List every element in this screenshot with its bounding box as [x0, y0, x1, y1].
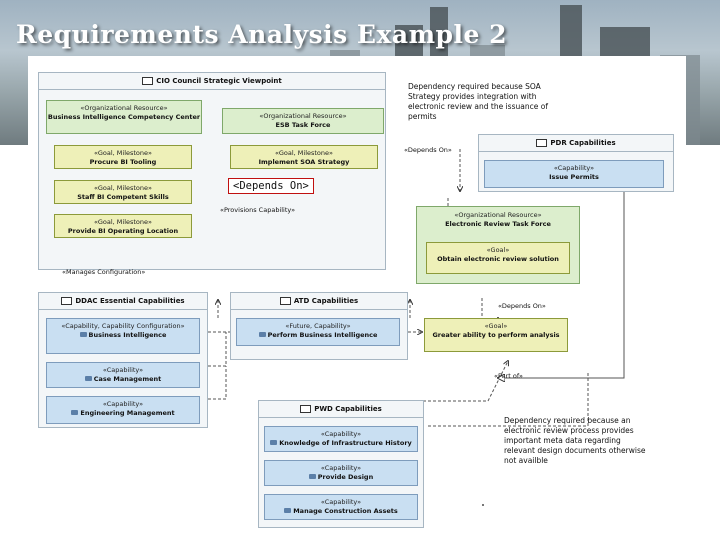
node-knowledge-name: Knowledge of Infrastructure History — [279, 438, 412, 447]
node-obtain-name: Obtain electronic review solution — [437, 254, 559, 263]
node-bi-stereo: «Capability, Capability Configuration» — [61, 322, 185, 330]
node-staff[interactable]: «Goal, Milestone» Staff BI Competent Ski… — [54, 180, 192, 204]
node-bicc[interactable]: «Organizational Resource» Business Intel… — [46, 100, 202, 134]
node-future-name: Perform Business Intelligence — [267, 330, 378, 339]
node-greater-analysis[interactable]: «Goal» Greater ability to perform analys… — [424, 318, 568, 352]
package-icon — [536, 139, 548, 147]
node-business-intelligence[interactable]: «Capability, Capability Configuration» B… — [46, 318, 200, 354]
capability-icon — [308, 474, 316, 479]
package-icon — [300, 405, 312, 413]
package-icon — [61, 297, 73, 305]
note-soa-dependency: Dependency required because SOA Strategy… — [408, 82, 548, 121]
node-obtain[interactable]: «Goal» Obtain electronic review solution — [426, 242, 570, 274]
capability-icon — [71, 410, 79, 415]
node-bicc-name: Business Intelligence Competency Center — [47, 112, 201, 121]
node-eng-stereo: «Capability» — [102, 400, 144, 408]
label-manages: «Manages Configuration» — [62, 268, 146, 276]
capability-icon — [270, 440, 278, 445]
node-eng-name: Engineering Management — [80, 408, 175, 417]
label-part-of: «Part of» — [494, 372, 524, 380]
node-ertf-header: «Organizational Resource» Electronic Rev… — [418, 208, 578, 230]
node-soa-name: Implement SOA Strategy — [258, 157, 350, 166]
node-knowledge[interactable]: «Capability» Knowledge of Infrastructure… — [264, 426, 418, 452]
node-construction-assets[interactable]: «Capability» Manage Construction Assets — [264, 494, 418, 520]
node-issue-permits-name: Issue Permits — [549, 172, 599, 181]
capability-icon — [79, 332, 87, 337]
diagram-canvas: CIO Council Strategic Viewpoint «Organiz… — [28, 56, 686, 536]
node-ertf-stereo: «Organizational Resource» — [454, 211, 542, 219]
package-icon — [279, 297, 291, 305]
package-pdr-title: PDR Capabilities — [550, 139, 616, 147]
node-case-management[interactable]: «Capability» Case Management — [46, 362, 200, 388]
node-obtain-stereo: «Goal» — [486, 246, 510, 254]
stray-dot — [482, 504, 484, 506]
node-bi-name: Business Intelligence — [88, 330, 167, 339]
node-case-stereo: «Capability» — [102, 366, 144, 374]
node-procure-name: Procure BI Tooling — [89, 157, 157, 166]
node-staff-stereo: «Goal, Milestone» — [93, 184, 153, 192]
package-atd-title: ATD Capabilities — [293, 297, 359, 305]
node-knowledge-stereo: «Capability» — [320, 430, 362, 438]
node-provide-bi-name: Provide BI Operating Location — [67, 226, 179, 235]
node-greater-name: Greater ability to perform analysis — [432, 330, 560, 339]
node-construction-name: Manage Construction Assets — [293, 506, 398, 515]
package-cio-title: CIO Council Strategic Viewpoint — [156, 77, 282, 85]
note-meta-dependency: Dependency required because an electroni… — [504, 416, 646, 465]
node-procure-stereo: «Goal, Milestone» — [93, 149, 153, 157]
node-ertf-name: Electronic Review Task Force — [445, 219, 551, 228]
label-depends-on-2: «Depends On» — [498, 302, 546, 310]
node-issue-permits-stereo: «Capability» — [553, 164, 595, 172]
capability-icon — [284, 508, 292, 513]
node-issue-permits[interactable]: «Capability» Issue Permits — [484, 160, 664, 188]
node-procure[interactable]: «Goal, Milestone» Procure BI Tooling — [54, 145, 192, 169]
node-staff-name: Staff BI Competent Skills — [77, 192, 169, 201]
node-esb-stereo: «Organizational Resource» — [259, 112, 347, 120]
slide-title: Requirements Analysis Example 2 — [16, 20, 508, 49]
label-depends-on-1: «Depends On» — [404, 146, 452, 154]
node-design-name: Provide Design — [317, 472, 374, 481]
capability-icon — [258, 332, 266, 337]
node-greater-stereo: «Goal» — [484, 322, 508, 330]
node-design-stereo: «Capability» — [320, 464, 362, 472]
node-soa[interactable]: «Goal, Milestone» Implement SOA Strategy — [230, 145, 378, 169]
node-construction-stereo: «Capability» — [320, 498, 362, 506]
package-icon — [142, 77, 154, 85]
node-esb-name: ESB Task Force — [275, 120, 331, 129]
node-engineering-management[interactable]: «Capability» Engineering Management — [46, 396, 200, 424]
node-soa-stereo: «Goal, Milestone» — [274, 149, 334, 157]
node-perform-bi[interactable]: «Future, Capability» Perform Business In… — [236, 318, 400, 346]
node-provide-bi[interactable]: «Goal, Milestone» Provide BI Operating L… — [54, 214, 192, 238]
node-future-stereo: «Future, Capability» — [285, 322, 351, 330]
node-esb[interactable]: «Organizational Resource» ESB Task Force — [222, 108, 384, 134]
node-case-name: Case Management — [93, 374, 162, 383]
node-bicc-stereo: «Organizational Resource» — [80, 104, 168, 112]
label-provisions: «Provisions Capability» — [220, 206, 296, 214]
node-provide-bi-stereo: «Goal, Milestone» — [93, 218, 153, 226]
capability-icon — [84, 376, 92, 381]
depends-on-callout: <Depends On> — [228, 178, 314, 194]
package-ddac-title: DDAC Essential Capabilities — [75, 297, 185, 305]
node-provide-design[interactable]: «Capability» Provide Design — [264, 460, 418, 486]
package-pwd-title: PWD Capabilities — [314, 405, 382, 413]
